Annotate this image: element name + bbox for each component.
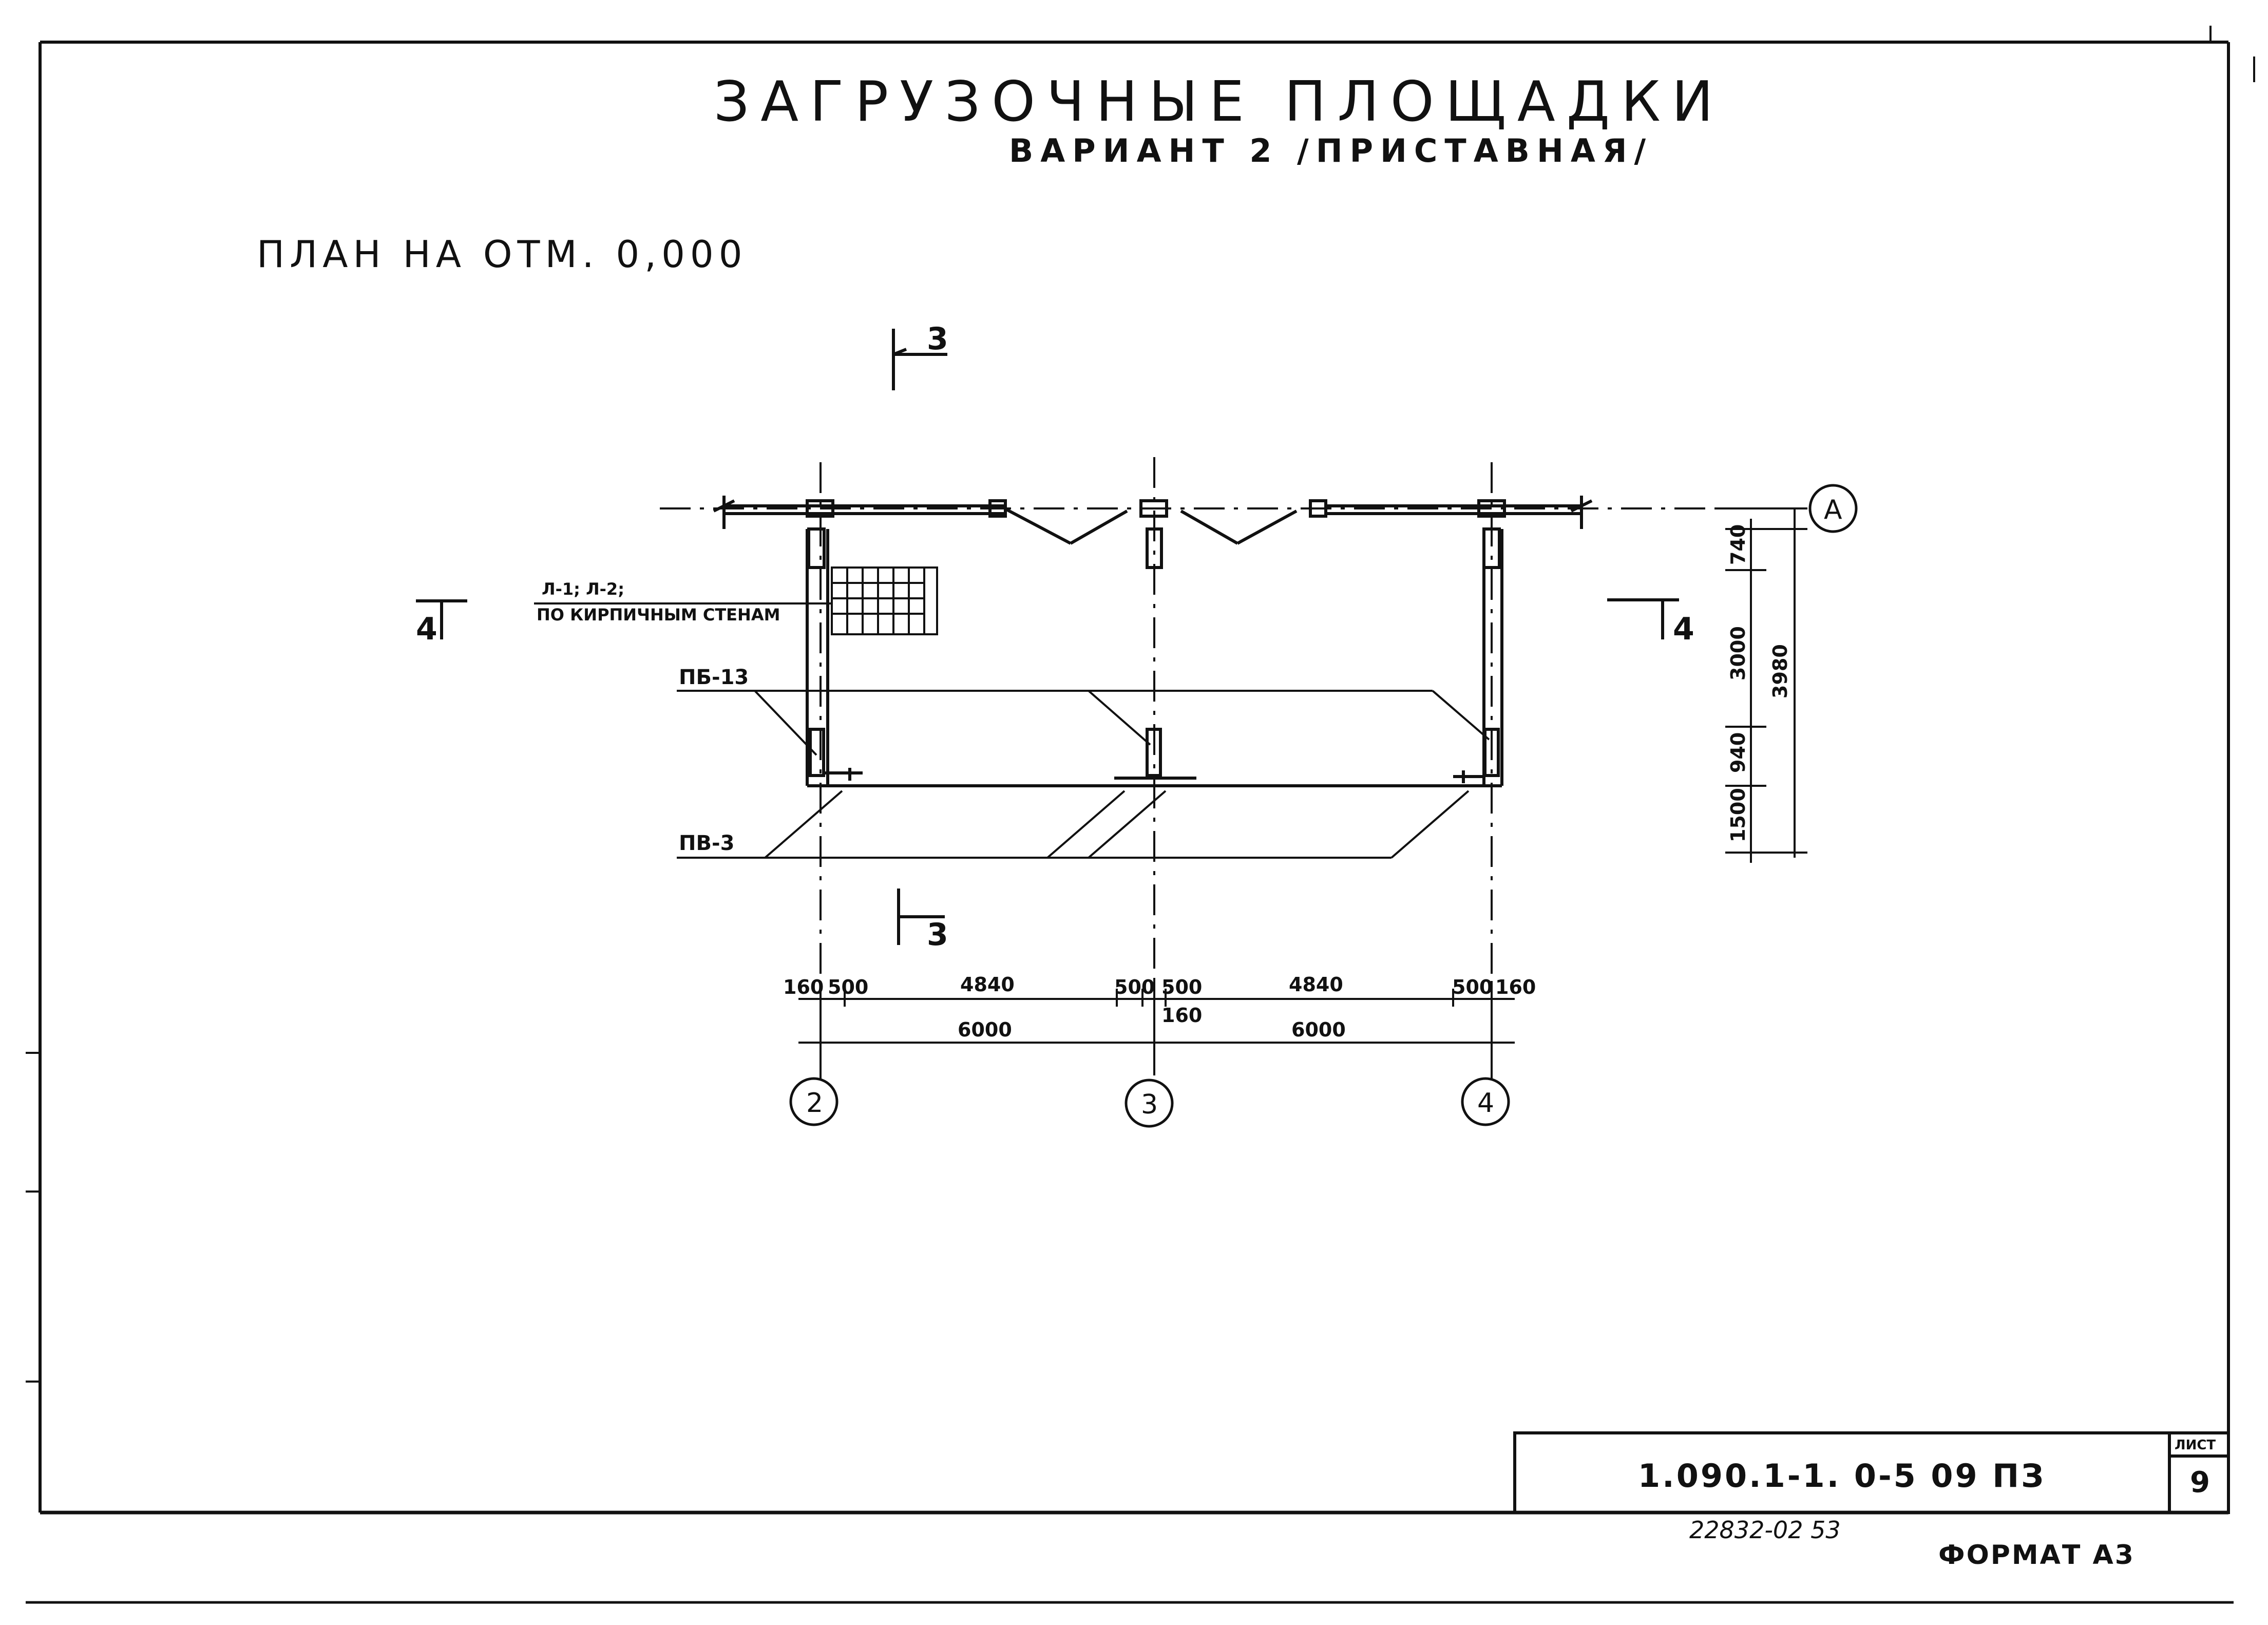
axis-label-a: А <box>1824 495 1842 525</box>
drawing-subtitle: ВАРИАНТ 2 /ПРИСТАВНАЯ/ <box>1009 132 1653 169</box>
section-marks <box>416 329 1679 945</box>
dim-160-left: 160 <box>783 976 824 998</box>
title-block <box>1513 1431 2230 1514</box>
dim-4840-left: 4840 <box>960 973 1015 996</box>
dim-4840-right: 4840 <box>1289 973 1343 996</box>
section-mark-left-label: 4 <box>416 611 437 647</box>
dim-500-d: 500 <box>1452 976 1493 998</box>
axis-lines <box>660 457 1715 1079</box>
dim-500-b: 500 <box>1114 976 1155 998</box>
beam-mark-upper: ПБ-13 <box>679 666 749 689</box>
inventory-number: 22832-02 53 <box>1689 1516 1841 1544</box>
document-code: 1.090.1-1. 0-5 09 ПЗ <box>1638 1457 2046 1495</box>
axis-label-3: 3 <box>1141 1089 1158 1120</box>
dim-160-mid: 160 <box>1161 1004 1202 1027</box>
dim-v-1500: 1500 <box>1727 788 1749 842</box>
axis-bubbles <box>789 484 1858 1128</box>
dimension-lines-horizontal <box>798 981 1515 1053</box>
section-mark-bottom-label: 3 <box>927 917 948 953</box>
dim-500-c: 500 <box>1161 976 1202 998</box>
dim-6000-right: 6000 <box>1291 1018 1346 1041</box>
dim-500-a: 500 <box>828 976 868 998</box>
dim-6000-left: 6000 <box>958 1018 1012 1041</box>
dim-v-3980: 3980 <box>1769 644 1791 698</box>
sheet-label: ЛИСТ <box>2175 1438 2216 1453</box>
dim-v-740: 740 <box>1727 524 1749 565</box>
stair <box>831 566 938 635</box>
axis-label-2: 2 <box>806 1088 823 1119</box>
dim-160-right: 160 <box>1495 976 1536 998</box>
drawing-title: ЗАГРУЗОЧНЫЕ ПЛОЩАДКИ <box>714 70 1725 134</box>
beam-mark-lower: ПВ-3 <box>679 832 734 855</box>
section-mark-right-label: 4 <box>1673 611 1694 647</box>
wall-note-line2: ПО КИРПИЧНЫМ СТЕНАМ <box>537 605 780 625</box>
dimension-lines-vertical <box>1715 507 1807 863</box>
axis-label-4: 4 <box>1477 1088 1494 1119</box>
wall-note-line1: Л-1; Л-2; <box>542 579 624 599</box>
plan-structure <box>713 496 1593 787</box>
sheet-number: 9 <box>2190 1466 2210 1499</box>
dim-v-3000: 3000 <box>1727 626 1749 681</box>
dim-v-940: 940 <box>1727 732 1749 773</box>
format-label: ФОРМАТ А3 <box>1938 1540 2135 1571</box>
plan-title: ПЛАН НА ОТМ. 0,000 <box>257 233 748 276</box>
section-mark-top-label: 3 <box>927 321 948 357</box>
leader-lines <box>534 602 1490 859</box>
